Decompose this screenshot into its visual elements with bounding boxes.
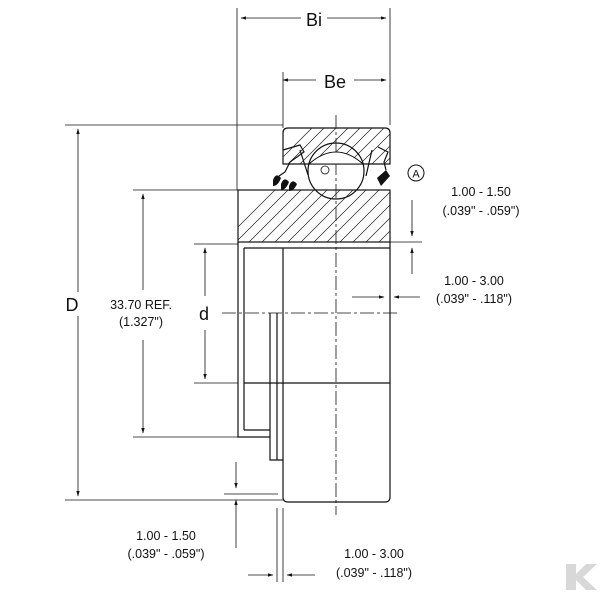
bottom-right-chamfer: 1.00 - 3.00 (.039" - .118") (248, 508, 412, 582)
d-bore-label: d (199, 304, 209, 324)
right-upper-chamfer: 1.00 - 1.50 (.039" - .059") (390, 185, 519, 274)
be-dimension: Be (282, 72, 387, 128)
bottom-left-line2: (.039" - .059") (128, 547, 205, 561)
brand-logo (566, 564, 597, 590)
bore-dimension: d (194, 243, 238, 384)
seal-right (365, 146, 390, 186)
outer-ring-section (282, 127, 391, 165)
bottom-right-line1: 1.00 - 3.00 (344, 547, 404, 561)
bi-label: Bi (306, 10, 322, 30)
d-outer-label: D (66, 295, 79, 315)
detail-marker-label: A (412, 169, 420, 181)
detail-marker: A (407, 164, 425, 182)
right-middle-line2: (.039" - .118") (436, 292, 512, 306)
right-middle-line1: 1.00 - 3.00 (444, 274, 504, 288)
seal-left (273, 144, 309, 191)
bearing-body-outline (237, 242, 391, 503)
be-label: Be (324, 72, 346, 92)
right-upper-line2: (.039" - .059") (443, 204, 520, 218)
bottom-right-line2: (.039" - .118") (336, 566, 412, 580)
inner-ring-section (237, 189, 391, 243)
bottom-left-chamfer: 1.00 - 1.50 (.039" - .059") (128, 462, 278, 561)
ref-dimension: 33.70 REF. (1.327") (110, 189, 238, 438)
ball-highlight (320, 165, 330, 175)
outer-diameter-dimension: D (65, 124, 283, 501)
bottom-left-line1: 1.00 - 1.50 (136, 529, 196, 543)
ref-value: 33.70 REF. (110, 298, 172, 312)
bi-dimension: Bi (236, 8, 391, 190)
ball (307, 142, 365, 200)
ref-value-inch: (1.327") (119, 315, 163, 329)
right-upper-line1: 1.00 - 1.50 (451, 185, 511, 199)
right-middle-chamfer: 1.00 - 3.00 (.039" - .118") (352, 274, 512, 306)
